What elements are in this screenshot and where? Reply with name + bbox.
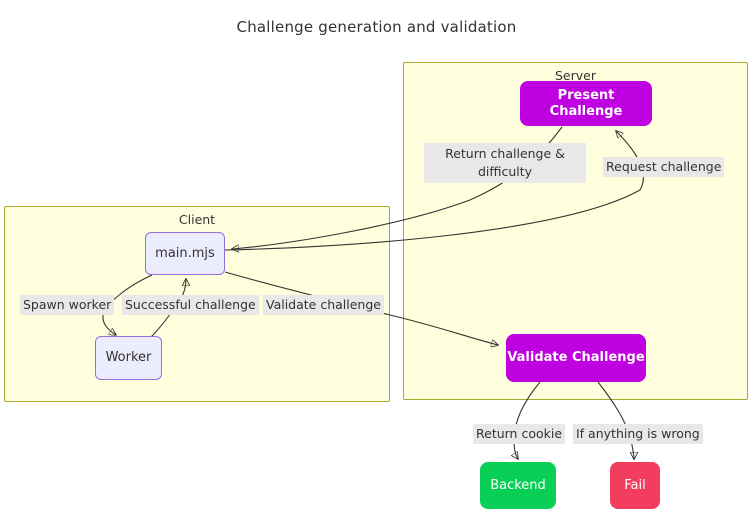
node-fail-label: Fail <box>624 477 646 493</box>
node-worker-label: Worker <box>105 350 152 366</box>
node-present-challenge-label: Present Challenge <box>549 87 623 119</box>
edge-label-spawn-worker: Spawn worker <box>20 295 115 316</box>
diagram-title: Challenge generation and validation <box>236 18 517 36</box>
node-validate-challenge-label: Validate Challenge <box>507 350 645 366</box>
edge-label-successful-challenge: Successful challenge <box>122 295 259 316</box>
node-backend[interactable]: Backend <box>480 462 556 509</box>
edge-label-return-challenge-difficulty: Return challenge & difficulty <box>424 143 586 183</box>
edge-label-if-anything-is-wrong: If anything is wrong <box>573 424 703 445</box>
node-main-mjs-label: main.mjs <box>155 245 215 261</box>
edge-label-validate-challenge: Validate challenge <box>263 295 384 316</box>
node-validate-challenge[interactable]: Validate Challenge <box>506 334 646 382</box>
node-fail[interactable]: Fail <box>610 462 660 509</box>
node-present-challenge[interactable]: Present Challenge <box>520 81 652 126</box>
node-main-mjs[interactable]: main.mjs <box>145 232 225 275</box>
node-worker[interactable]: Worker <box>95 336 162 380</box>
edge-label-request-challenge: Request challenge <box>603 157 725 178</box>
node-backend-label: Backend <box>490 477 546 493</box>
edge-label-return-cookie: Return cookie <box>473 424 566 445</box>
subgraph-client-label: Client <box>178 212 216 227</box>
subgraph-server-label: Server <box>555 68 596 83</box>
